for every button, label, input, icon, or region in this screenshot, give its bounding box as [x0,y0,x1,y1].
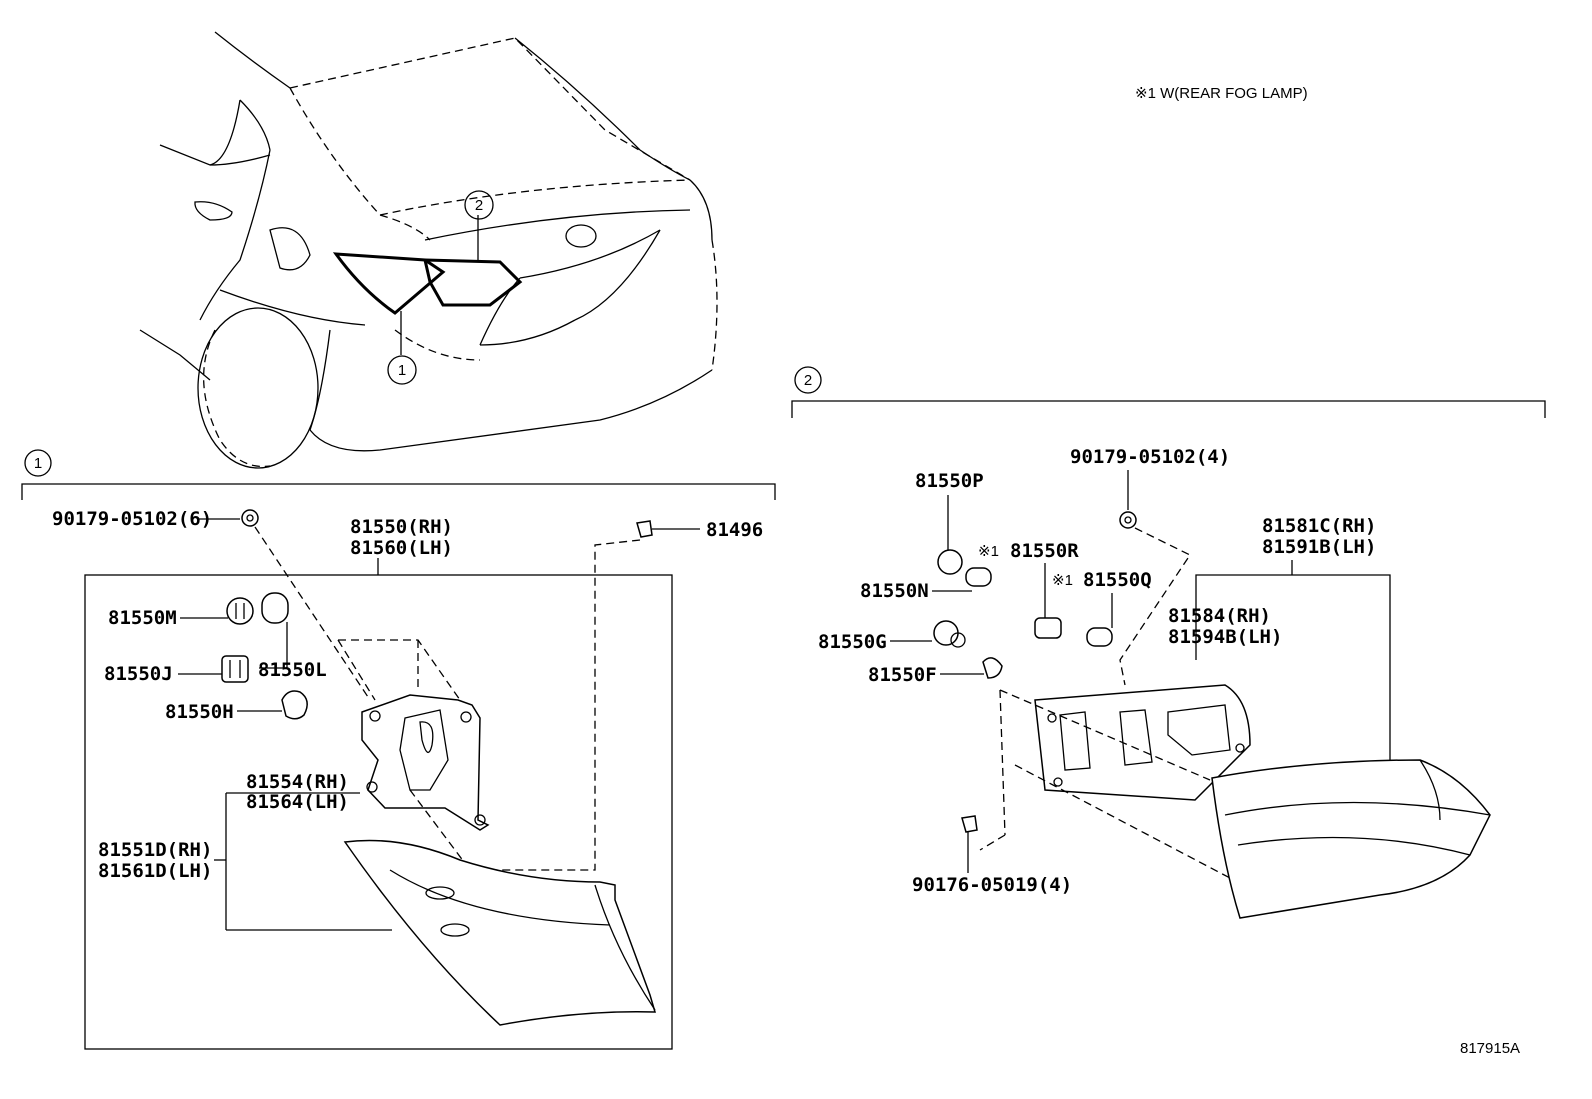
bolt-icon [961,815,978,833]
label-81561d-lh: 81561D(LH) [98,860,212,882]
callout-2-car: 2 [464,190,494,220]
label-81550-rh: 81550(RH) [350,516,453,538]
label-81550r: 81550R [1010,540,1079,562]
label-81550h: 81550H [165,701,234,723]
label-90179-05102-6: 90179-05102(6) [52,508,212,530]
label-81550g: 81550G [818,631,887,653]
inner-lamp-gasket [1034,684,1251,801]
svg-text:1: 1 [34,455,42,472]
label-81550q-mark: ※1 [1052,572,1073,589]
label-81550q: 81550Q [1083,569,1152,591]
callout-1-label: 1 [398,362,406,379]
fog-socket-icon [1034,617,1062,639]
bulb-icon [965,567,992,587]
note-rear-fog-lamp: ※1 W(REAR FOG LAMP) [1135,85,1308,102]
fog-bulb-icon [1086,627,1113,647]
section-2-bracket: 2 [791,366,1546,418]
label-81550r-mark: ※1 [978,543,999,560]
svg-text:2: 2 [804,372,812,389]
clip-icon [636,520,653,538]
label-81591b-lh: 81591B(LH) [1262,536,1376,558]
tail-lamp-assembly-outer [343,839,657,1026]
label-81554-rh: 81554(RH) [246,771,349,793]
label-81584-rh: 81584(RH) [1168,605,1271,627]
inner-tail-lamp-assembly [1211,759,1491,919]
small-bulb-icon [982,657,1003,679]
label-81581c-rh: 81581C(RH) [1262,515,1376,537]
label-81550f: 81550F [868,664,937,686]
socket-icon [226,597,254,625]
screw-icon [1119,511,1137,529]
callout-1-car: 1 [387,355,417,385]
harness-socket-icon [221,655,249,683]
label-90179-05102-4: 90179-05102(4) [1070,446,1230,468]
label-81550m: 81550M [108,607,177,629]
label-81550l: 81550L [258,659,327,681]
label-81496: 81496 [706,519,763,541]
small-bulb-icon [281,690,308,720]
car-rear-illustration [139,31,718,469]
screw-icon [241,509,259,527]
socket-icon [937,549,963,575]
label-81564-lh: 81564(LH) [246,791,349,813]
label-81594b-lh: 81594B(LH) [1168,626,1282,648]
label-81560-lh: 81560(LH) [350,537,453,559]
label-81551d-rh: 81551D(RH) [98,839,212,861]
lamp-gasket-plate [361,694,490,831]
label-81550j: 81550J [104,663,173,685]
label-81550n: 81550N [860,580,929,602]
callout-2-label: 2 [475,197,483,214]
section-1-bracket: 1 [21,449,776,500]
socket-icon [933,620,959,646]
label-90176-05019-4: 90176-05019(4) [912,874,1072,896]
illustration-id: 817915A [1460,1040,1520,1057]
bulb-icon [261,592,289,624]
label-81550p: 81550P [915,470,984,492]
